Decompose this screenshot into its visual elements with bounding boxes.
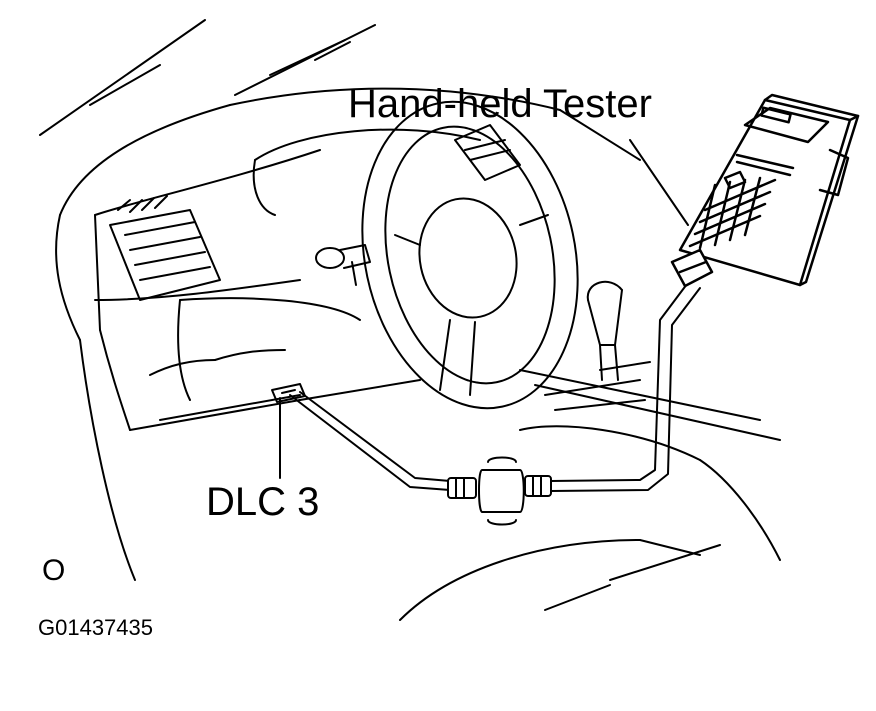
gear-shifter bbox=[586, 280, 623, 381]
hand-held-tester bbox=[670, 93, 860, 288]
corner-mark: O bbox=[42, 554, 66, 587]
cable-tester-side bbox=[550, 279, 701, 492]
tester-leader-line bbox=[629, 139, 689, 226]
steering-wheel bbox=[361, 100, 579, 410]
cable-dlc-side bbox=[289, 391, 451, 491]
lower-dash-panel bbox=[159, 297, 361, 421]
seat bbox=[399, 425, 781, 621]
column-stalk bbox=[315, 244, 371, 286]
dlc3-label: DLC 3 bbox=[206, 480, 320, 524]
air-vent bbox=[109, 195, 221, 301]
center-console bbox=[519, 361, 781, 441]
door-frame bbox=[55, 104, 231, 581]
instrument-cluster bbox=[252, 124, 521, 216]
windshield-lines bbox=[39, 19, 376, 136]
figure-code: G01437435 bbox=[38, 615, 153, 640]
hand-held-tester-label: Hand-held Tester bbox=[348, 82, 652, 126]
cable-adapter bbox=[447, 456, 552, 526]
